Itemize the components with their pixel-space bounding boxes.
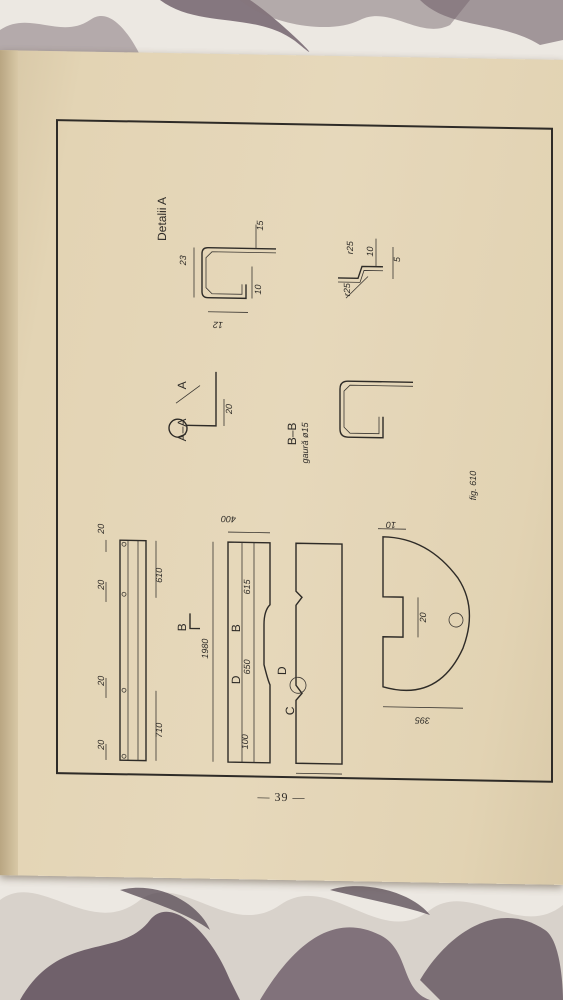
bracket-group: 10 20 395 [378,520,469,726]
side-view-outline [228,542,270,763]
dim-10: 10 [253,284,263,294]
rail-front-view-group: 465 [290,543,342,781]
dim-20-c: 20 [96,676,106,687]
dim-5: 5 [392,256,402,262]
dim-10-bracket: 10 [386,520,396,530]
dim-r25-bottom: r25 [342,282,352,296]
dim-10-weld: 10 [365,246,375,256]
detail-a-title: Detalii A [155,197,169,241]
bracket-hole [449,613,463,627]
page-fold-shadow [0,50,18,876]
drawing-frame: Detalii A 23 12 10 15 r25 10 [56,119,553,783]
dim-710: 710 [154,723,164,738]
dim-r25-top: r25 [345,240,355,254]
bracket-outline [383,537,469,692]
front-view-outline [296,543,342,764]
cut-marker-c: C [283,706,297,715]
detail-a-group: Detalii A 23 12 10 15 [155,197,276,330]
dim-100: 100 [240,734,250,749]
rail-outline [120,540,146,760]
dim-610: 610 [154,568,164,583]
aa-hook-profile [186,371,216,426]
aa-hook-circle [169,419,187,437]
section-bb-label: B–B [285,422,299,445]
cut-marker-d-right: D [275,666,289,675]
document-page: Detalii A 23 12 10 15 r25 10 [0,50,563,885]
dim-12: 12 [213,320,223,330]
cut-marker-b-left: B [175,623,189,631]
detail-a-profile [202,248,276,299]
technical-drawing: Detalii A 23 12 10 15 r25 10 [96,197,478,781]
weld-detail-group: r25 10 5 r25 [338,238,402,299]
cut-marker-d-left: D [229,675,243,684]
cut-marker-b-right: B [229,624,243,632]
figure-label: fig. 610 [468,471,478,501]
dim-20-d: 20 [96,740,106,751]
dim-15: 15 [255,220,265,231]
section-a-label: A [175,381,189,389]
page-number: — 39 — [257,789,306,805]
dim-1980: 1980 [200,639,210,659]
dim-650: 650 [242,659,252,674]
rail-side-view-group: 400 1980 615 650 100 B B D D C [175,514,297,763]
weld-profile [338,266,383,279]
dim-20-b: 20 [96,580,106,591]
section-aa-group: A–A A 20 [169,371,234,441]
dim-20-aa: 20 [224,404,234,415]
dim-400: 400 [221,514,236,524]
bb-profile [340,381,413,438]
rail-top-view-group: 20 20 20 20 610 710 [96,524,164,761]
section-bb-group: B–B gaură ø15 [285,380,413,463]
dim-hole: gaură ø15 [300,421,310,463]
front-view-hole [290,677,306,693]
dim-395: 395 [414,715,430,725]
dim-20-bracket: 20 [418,612,428,623]
dim-23: 23 [178,255,188,266]
dim-20-a: 20 [96,524,106,535]
dim-615: 615 [242,578,252,594]
dim-465: 465 [310,778,326,780]
